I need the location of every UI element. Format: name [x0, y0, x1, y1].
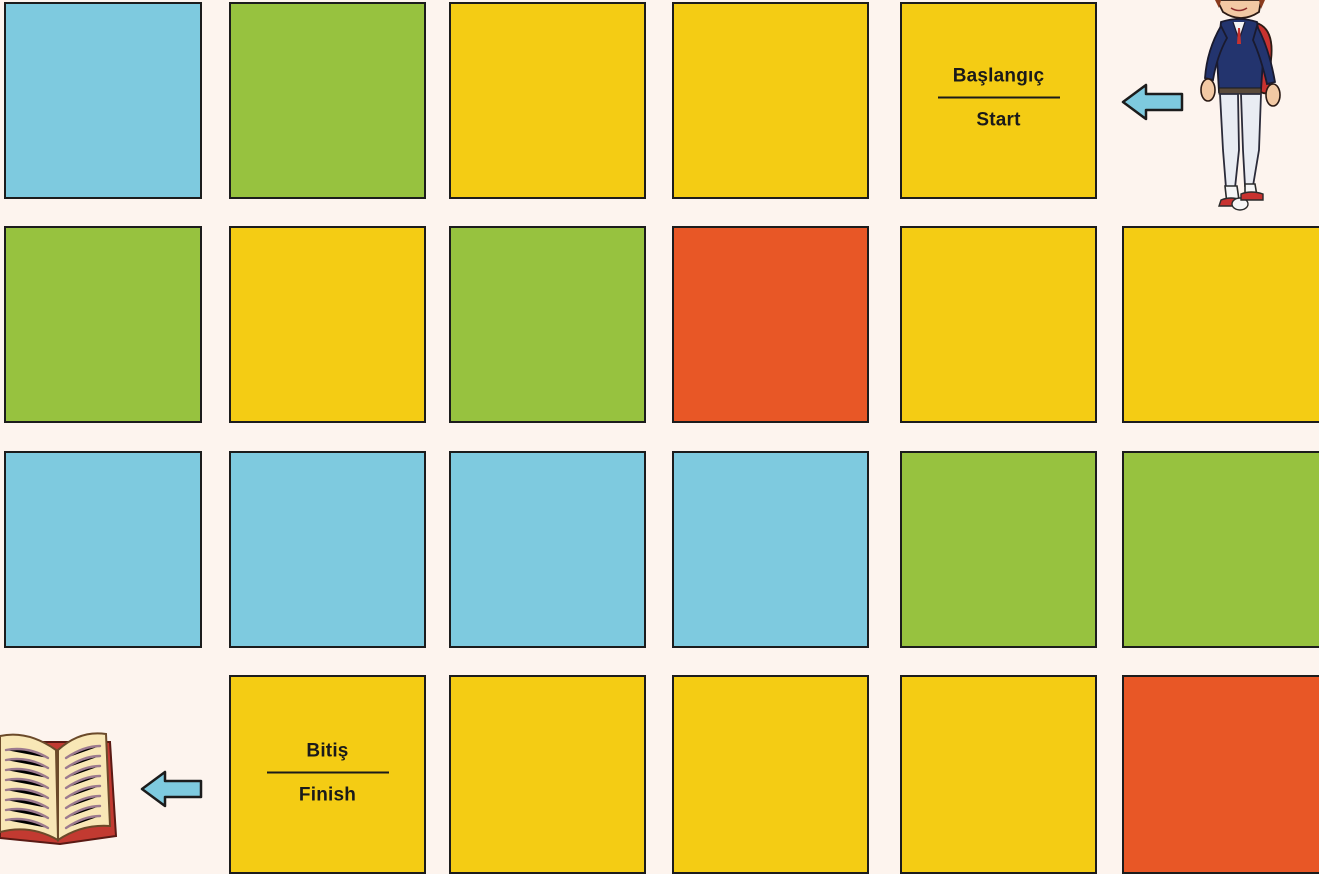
finish-label-turkish: Bitiş	[306, 742, 348, 761]
board-tile-green	[4, 226, 202, 423]
board-tile-green	[1122, 451, 1319, 648]
student-character-icon	[1195, 0, 1290, 212]
board-tile-yellow	[900, 226, 1097, 423]
board-tile-green	[229, 2, 426, 199]
board-tile-green	[449, 226, 646, 423]
board-tile-blue	[229, 451, 426, 648]
board-tile-blue	[672, 451, 869, 648]
board-tile-yellow	[900, 675, 1097, 874]
board-tile-yellow	[449, 2, 646, 199]
finish-label-english: Finish	[299, 786, 356, 805]
board-tile-yellow	[672, 2, 869, 199]
finish-label: Bitiş Finish	[229, 742, 426, 805]
board-tile-yellow	[1122, 226, 1319, 423]
board-tile-blue	[4, 451, 202, 648]
board-tile-orange	[672, 226, 869, 423]
start-label: Başlangıç Start	[900, 67, 1097, 130]
start-label-english: Start	[976, 111, 1020, 130]
board-tile-orange	[1122, 675, 1319, 874]
board-tile-green	[900, 451, 1097, 648]
board-tile-yellow	[449, 675, 646, 874]
start-label-turkish: Başlangıç	[953, 67, 1045, 86]
start-arrow-icon	[1120, 82, 1186, 122]
board-tile-yellow	[672, 675, 869, 874]
finish-arrow-icon	[139, 769, 205, 809]
board-tile-yellow	[229, 226, 426, 423]
start-label-divider	[938, 97, 1060, 99]
board-tile-blue	[449, 451, 646, 648]
finish-label-divider	[267, 772, 389, 774]
open-book-icon	[0, 728, 120, 852]
board-tile-blue	[4, 2, 202, 199]
